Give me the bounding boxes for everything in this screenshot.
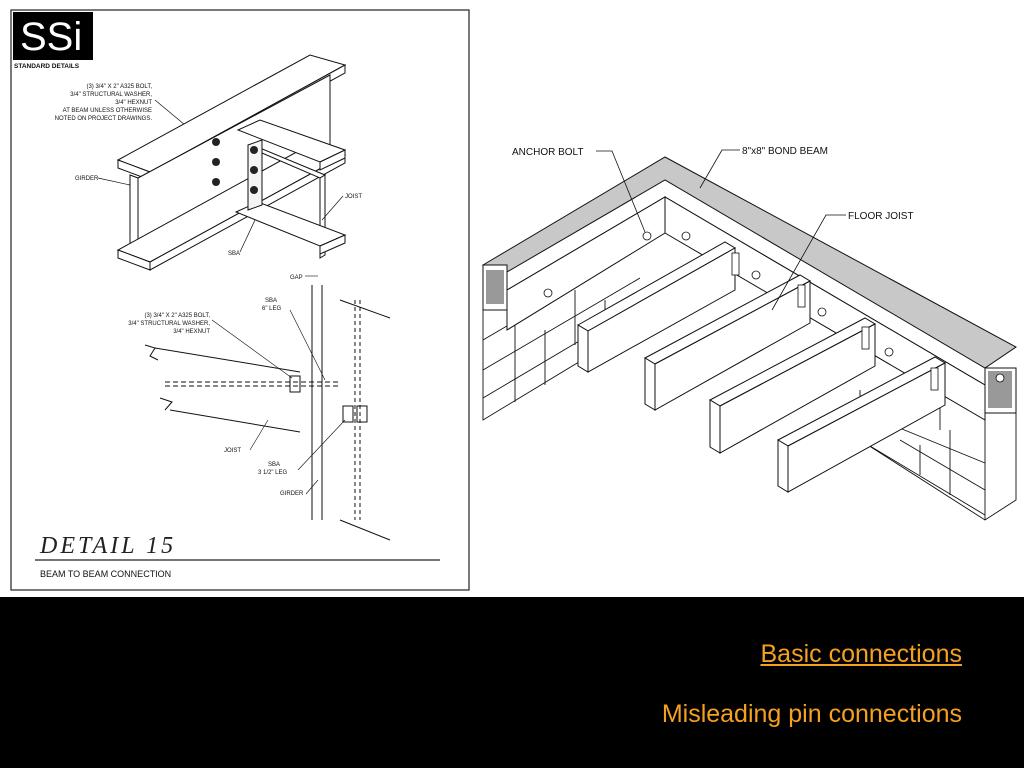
mid-callout-line: 3/4" HEXNUT bbox=[173, 329, 210, 335]
logo-subtitle: STANDARD DETAILS bbox=[14, 63, 80, 70]
joist-hangers bbox=[731, 252, 939, 391]
footer-subtitle: Misleading pin connections bbox=[661, 700, 962, 728]
joist-leader bbox=[321, 195, 344, 221]
section-drawing bbox=[144, 275, 391, 541]
girder2-label: GIRDER bbox=[280, 491, 304, 497]
callout-line: (3) 3/4" X 2" A325 BOLT, bbox=[86, 84, 152, 90]
gap-label: GAP bbox=[290, 275, 303, 281]
bolt-group bbox=[212, 138, 258, 194]
sba-3-label: SBA bbox=[268, 462, 280, 468]
joist-label: JOIST bbox=[345, 194, 362, 200]
floor-joist-label: FLOOR JOIST bbox=[848, 211, 914, 222]
floor-joists bbox=[577, 241, 947, 493]
callout-line: AT BEAM UNLESS OTHERWISE bbox=[63, 108, 152, 114]
detail-subtitle: BEAM TO BEAM CONNECTION bbox=[40, 569, 171, 579]
right-bond-beam-drawing: ANCHOR BOLT 8"x8" BOND BEAM FLOOR JOIST bbox=[481, 146, 1017, 521]
mid-callout-line: (3) 3/4" X 2" A325 BOLT, bbox=[144, 313, 210, 319]
bond-beam-label: 8"x8" BOND BEAM bbox=[742, 146, 828, 157]
section-labels: GAP SBA 6" LEG (3) 3/4" X 2" A325 BOLT, … bbox=[128, 275, 304, 497]
beam-end-left-fill bbox=[486, 270, 504, 304]
anchor-bolt-label: ANCHOR BOLT bbox=[512, 147, 584, 158]
sba-6-label: SBA bbox=[265, 298, 277, 304]
joist2-label: JOIST bbox=[224, 448, 241, 454]
label-leaders bbox=[596, 149, 846, 311]
left-detail-drawing: SSi STANDARD DETAILS (3) 3/4" X 2" A325 … bbox=[10, 9, 470, 591]
inner-ledger-right bbox=[664, 196, 986, 421]
detail-title: DETAIL 15 bbox=[39, 533, 176, 559]
callout-line: 3/4" HEXNUT bbox=[115, 100, 152, 106]
girder-label: GIRDER bbox=[75, 176, 99, 182]
ssi-logo: SSi bbox=[20, 15, 82, 59]
top-callout: (3) 3/4" X 2" A325 BOLT, 3/4" STRUCTURAL… bbox=[55, 84, 153, 122]
anchor-bolts bbox=[543, 231, 1005, 383]
sba-label: SBA bbox=[228, 251, 240, 257]
sba-3-leg: 3 1/2" LEG bbox=[258, 470, 287, 476]
girder-leader bbox=[97, 177, 131, 186]
sba-6-leg: 6" LEG bbox=[262, 306, 281, 312]
mid-callout-line: 3/4" STRUCTURAL WASHER, bbox=[128, 321, 210, 327]
basic-connections-link[interactable]: Basic connections bbox=[760, 640, 962, 668]
sba-leader bbox=[239, 219, 256, 253]
callout-line: NOTED ON PROJECT DRAWINGS. bbox=[55, 116, 153, 122]
iso-labels: GIRDER JOIST SBA bbox=[75, 176, 362, 257]
ssi-logo-box bbox=[13, 12, 93, 60]
callout-line: 3/4" STRUCTURAL WASHER, bbox=[70, 92, 152, 98]
